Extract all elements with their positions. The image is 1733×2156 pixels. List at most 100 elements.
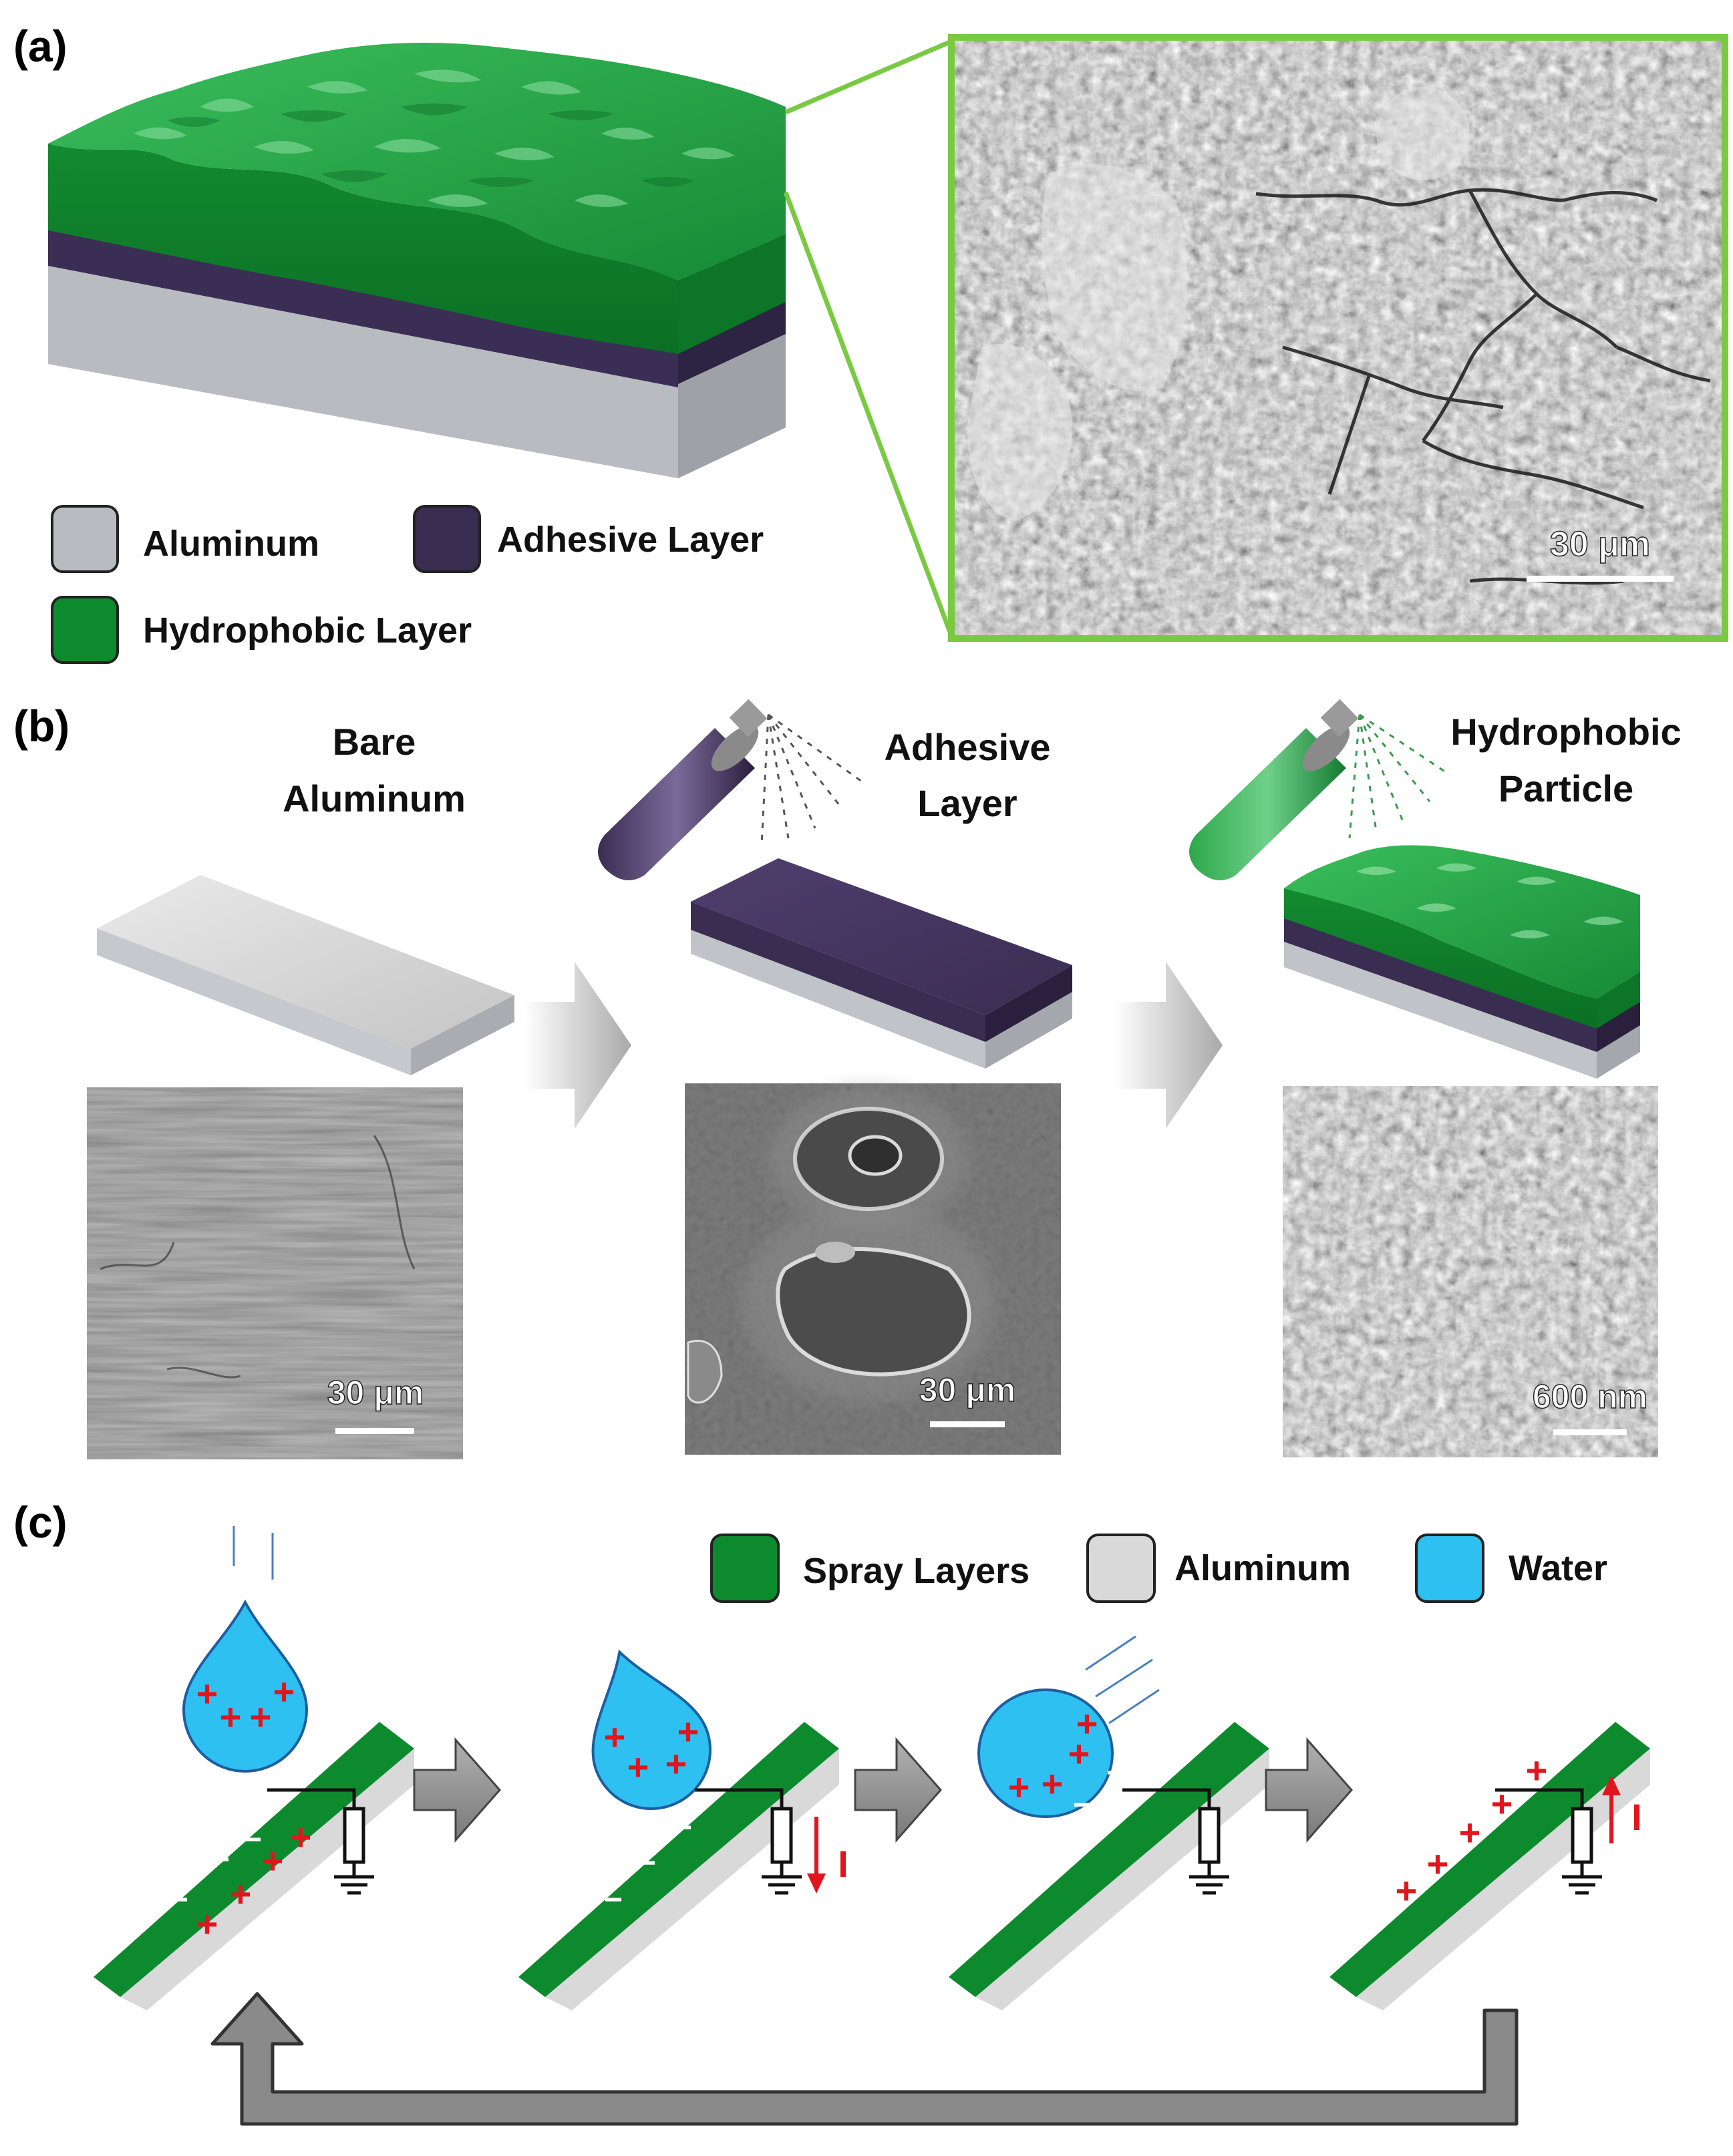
negative-charge: − <box>1073 1787 1092 1823</box>
motion-line <box>1085 1635 1136 1671</box>
positive-charge: + <box>290 1816 312 1858</box>
positive-charge: + <box>273 1670 295 1713</box>
legend-label-spray: Spray Layers <box>803 1551 1030 1591</box>
legend-label-water: Water <box>1509 1548 1607 1588</box>
sem-image-adhesive-layer: 30 μm <box>685 1083 1061 1455</box>
current-label-up: I <box>1631 1796 1642 1838</box>
panel-label-b: (b) <box>13 701 69 751</box>
stage-1: ++++−−−++++ <box>94 1526 414 2010</box>
resistor <box>343 1807 365 1864</box>
negative-charge: − <box>1470 1809 1489 1844</box>
resistor-ground <box>1122 1788 1229 1895</box>
positive-charge: + <box>1042 1763 1064 1805</box>
current-label-down: I <box>838 1843 848 1885</box>
positive-charge: + <box>250 1696 272 1738</box>
negative-charge: − <box>700 1777 719 1812</box>
positive-charge: + <box>1427 1843 1449 1885</box>
stage-arrow <box>413 1737 501 1843</box>
resistor-ground <box>267 1788 374 1895</box>
positive-charge: + <box>1459 1811 1481 1853</box>
legend-label-adhesive: Adhesive Layer <box>497 520 764 560</box>
positive-charge: + <box>230 1873 252 1915</box>
zoom-line-top <box>784 39 953 115</box>
legend-swatch-hydrophobic <box>51 596 119 664</box>
zoom-line-bottom <box>783 191 954 637</box>
water-droplet <box>977 1688 1114 1818</box>
step-bare-aluminum: Bare Aluminum <box>97 721 514 1075</box>
positive-charge: + <box>627 1746 649 1788</box>
step2-title-line1: Adhesive <box>885 726 1051 768</box>
wire <box>1122 1788 1211 1809</box>
step2-title-line2: Layer <box>917 782 1017 824</box>
panel-label-c: (c) <box>13 1497 67 1547</box>
negative-charge: − <box>170 1882 188 1918</box>
aluminum-band <box>545 1749 839 2010</box>
positive-charge: + <box>196 1672 218 1715</box>
spray-can-purple <box>598 699 862 880</box>
stage-3: ++++−−−− <box>949 1635 1269 2010</box>
positive-charge: + <box>677 1711 699 1753</box>
step1-title-line1: Bare <box>333 721 416 763</box>
wire <box>695 1788 784 1809</box>
negative-charge: − <box>1040 1821 1058 1856</box>
step3-title-line1: Hydrophobic <box>1450 711 1681 753</box>
step3-title-line2: Particle <box>1499 767 1633 810</box>
step-adhesive-layer: Adhesive Layer <box>598 699 1072 1069</box>
stage-2: ++++−−−−I <box>518 1649 848 2010</box>
legend-label-aluminum-c: Aluminum <box>1174 1548 1351 1588</box>
wire <box>1495 1788 1584 1809</box>
legend-swatch-adhesive <box>413 505 481 573</box>
current-arrowhead <box>1602 1775 1621 1795</box>
resistor <box>770 1807 793 1864</box>
legend-swatch-water <box>1415 1534 1484 1603</box>
process-arrow-1 <box>524 962 631 1129</box>
resistor-ground <box>1495 1788 1602 1895</box>
negative-charge: − <box>1106 1755 1125 1791</box>
process-arrow-2 <box>1114 962 1223 1129</box>
legend-swatch-aluminum <box>51 505 119 573</box>
spray-can-green <box>1189 699 1450 880</box>
water-droplet <box>591 1649 712 1810</box>
droplet-body <box>182 1599 309 1773</box>
positive-charge: + <box>1068 1733 1090 1775</box>
resistor-ground <box>695 1788 802 1895</box>
negative-charge: − <box>243 1822 262 1857</box>
resistor <box>1198 1807 1221 1864</box>
scalebar-b2 <box>930 1421 1005 1427</box>
stage-arrow <box>1265 1737 1353 1843</box>
positive-charge: + <box>196 1903 218 1945</box>
sem-image-bare-aluminum: 30 μm <box>87 1087 463 1459</box>
slab <box>1329 1722 1650 2010</box>
legend-c: Spray Layers Aluminum Water <box>710 1534 1607 1603</box>
layered-block-3d <box>48 43 786 478</box>
legend-swatch-spray <box>710 1534 780 1603</box>
positive-charge: + <box>665 1743 687 1785</box>
sem-image-hydrophobic-particle: 600 nm <box>1283 1086 1658 1457</box>
aluminum-band <box>120 1749 414 2010</box>
negative-charge: − <box>604 1882 623 1918</box>
step1-title-line2: Aluminum <box>283 777 466 820</box>
negative-charge: − <box>1437 1839 1456 1874</box>
legend-swatch-aluminum-c <box>1086 1534 1156 1603</box>
aluminum-band <box>975 1749 1269 2010</box>
legend-a: Aluminum Adhesive Layer Hydrophobic Laye… <box>51 505 764 664</box>
scalebar-a <box>1527 576 1674 582</box>
positive-charge: + <box>604 1716 626 1758</box>
scalebar-a-label: 30 μm <box>1550 525 1650 564</box>
motion-line <box>1108 1688 1160 1725</box>
negative-charge: − <box>1130 1729 1148 1764</box>
triboelectric-stages: ++++−−−++++++++−−−−I++++−−−−−−−−+++++I <box>94 1526 1650 2010</box>
negative-charge: − <box>211 1842 230 1877</box>
water-droplet <box>182 1599 309 1773</box>
wire <box>267 1788 356 1809</box>
positive-charge: + <box>1396 1869 1418 1912</box>
negative-charge: − <box>673 1810 692 1845</box>
panel-label-a: (a) <box>13 21 67 71</box>
positive-charge: + <box>1076 1702 1098 1745</box>
spray-layer-band <box>1329 1722 1650 1997</box>
scalebar-b1-label: 30 μm <box>327 1374 424 1411</box>
motion-line <box>1095 1658 1153 1698</box>
scalebar-b1 <box>335 1428 414 1434</box>
positive-charge: + <box>220 1696 242 1738</box>
